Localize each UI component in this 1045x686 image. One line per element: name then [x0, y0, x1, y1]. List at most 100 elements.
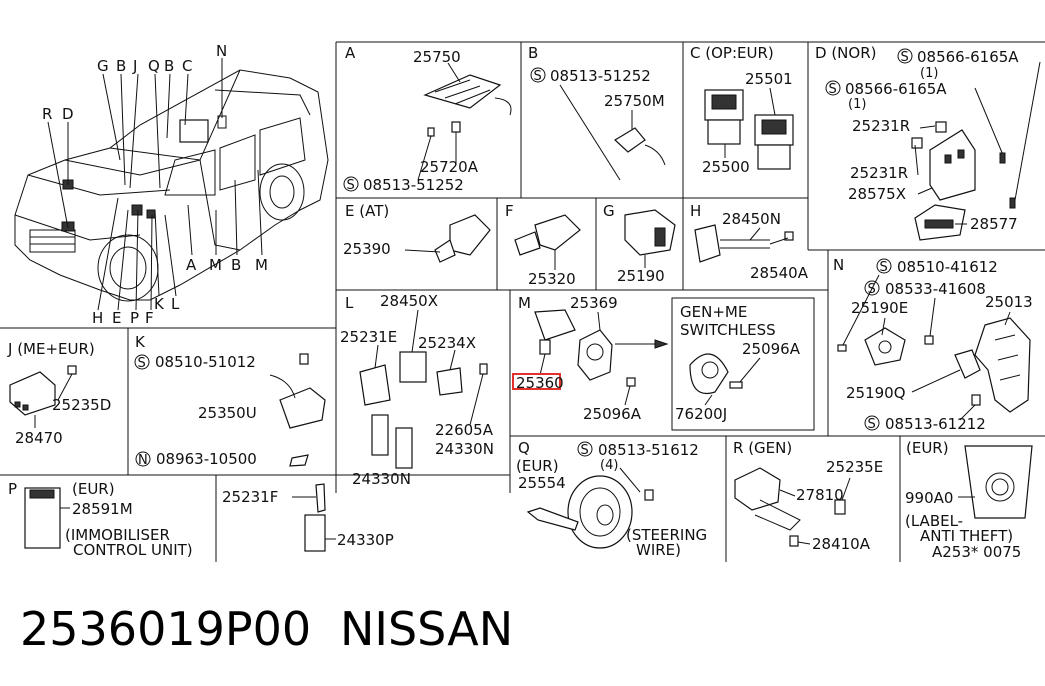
svg-text:25231R: 25231R [852, 117, 910, 135]
svg-text:08533-41608: 08533-41608 [885, 280, 986, 298]
svg-text:27810: 27810 [796, 486, 844, 504]
svg-text:25013: 25013 [985, 293, 1033, 311]
svg-text:28450N: 28450N [722, 210, 781, 228]
svg-text:S: S [534, 69, 542, 84]
svg-text:25231F: 25231F [222, 488, 278, 506]
svg-text:S: S [901, 50, 909, 65]
callout-k: K [154, 295, 165, 313]
part-08513-51252-a: 08513-51252 [363, 176, 464, 194]
svg-text:76200J: 76200J [675, 405, 727, 423]
svg-text:L: L [345, 294, 354, 312]
section-c: C (OP:EUR) 25501 25500 [690, 44, 794, 176]
svg-text:08510-41612: 08510-41612 [897, 258, 998, 276]
svg-text:990A0: 990A0 [905, 489, 953, 507]
section-r: R (GEN) 25235E 27810 28410A [733, 439, 883, 553]
svg-text:S: S [868, 417, 876, 432]
svg-text:25231E: 25231E [340, 328, 397, 346]
callout-e: E [112, 309, 121, 327]
svg-text:08513-61212: 08513-61212 [885, 415, 986, 433]
section-d: D (NOR) S 08566-6165A (1) S 08566-6165A … [815, 44, 1041, 241]
section-p: P (EUR) 28591M (IMMOBILISER CONTROL UNIT… [8, 480, 193, 559]
svg-text:(1): (1) [848, 97, 866, 112]
svg-text:08963-10500: 08963-10500 [156, 450, 257, 468]
svg-text:25390: 25390 [343, 240, 391, 258]
section-a: A 25750 25720A S 08513-51252 [343, 44, 512, 194]
svg-text:J (ME+EUR): J (ME+EUR) [7, 340, 95, 358]
svg-text:S: S [581, 443, 589, 458]
part-08513-51252-b: 08513-51252 [550, 67, 651, 85]
svg-text:28450X: 28450X [380, 292, 438, 310]
svg-text:(EUR): (EUR) [72, 480, 115, 498]
section-g: G 25190 [603, 202, 676, 285]
svg-text:28577: 28577 [970, 215, 1018, 233]
svg-text:24330N: 24330N [352, 470, 411, 488]
svg-text:WIRE): WIRE) [636, 541, 681, 559]
callout-d: D [62, 105, 74, 123]
section-e: E (AT) 25390 [343, 202, 491, 263]
callout-b: B [116, 57, 126, 75]
svg-text:C (OP:EUR): C (OP:EUR) [690, 44, 774, 62]
svg-text:D (NOR): D (NOR) [815, 44, 876, 62]
section-l: L 28450X 25231E 25234X 22605A 24330N 243… [340, 292, 494, 488]
svg-text:28591M: 28591M [72, 500, 133, 518]
section-k: K S 08510-51012 25350U N 08963-10500 [134, 333, 326, 468]
svg-text:25320: 25320 [528, 270, 576, 288]
svg-text:25235E: 25235E [826, 458, 883, 476]
svg-text:M: M [518, 294, 531, 312]
section-grid [0, 41, 1045, 562]
svg-text:(4): (4) [600, 458, 618, 473]
callout-c: C [182, 57, 192, 75]
svg-text:08513-51612: 08513-51612 [598, 441, 699, 459]
svg-text:SWITCHLESS: SWITCHLESS [680, 321, 776, 339]
svg-text:S: S [829, 82, 837, 97]
callout-q: Q [148, 57, 160, 75]
section-eur-label: (EUR) 990A0 (LABEL- ANTI THEFT) A253* 00… [905, 439, 1033, 561]
svg-text:B: B [528, 44, 538, 62]
section-f: F 25320 [505, 202, 581, 288]
svg-text:GEN+ME: GEN+ME [680, 303, 747, 321]
vehicle-callout-lines [47, 58, 263, 311]
section-n: N S 08510-41612 S 08533-41608 25190E 250… [833, 256, 1033, 433]
svg-text:E (AT): E (AT) [345, 202, 389, 220]
section-p-relay: 25231F 24330P [222, 483, 394, 552]
svg-text:25554: 25554 [518, 474, 566, 492]
part-number: 2536019P00 [20, 602, 311, 656]
svg-text:CONTROL UNIT): CONTROL UNIT) [73, 541, 193, 559]
callout-a: A [186, 256, 197, 274]
svg-text:08566-6165A: 08566-6165A [917, 48, 1019, 66]
svg-text:22605A: 22605A [435, 421, 494, 439]
svg-text:25096A: 25096A [583, 405, 642, 423]
svg-text:08510-51012: 08510-51012 [155, 353, 256, 371]
callout-g: G [97, 57, 109, 75]
part-25500: 25500 [702, 158, 750, 176]
callout-m-2: M [255, 256, 268, 274]
svg-text:25231R: 25231R [850, 164, 908, 182]
svg-text:24330P: 24330P [337, 531, 394, 549]
svg-text:25096A: 25096A [742, 340, 801, 358]
vehicle-callout-labels: G B J Q B C N R D H E P F K L A M B M [42, 42, 268, 327]
svg-text:S: S [880, 260, 888, 275]
part-25750: 25750 [413, 48, 461, 66]
svg-text:28470: 28470 [15, 429, 63, 447]
callout-f: F [145, 309, 154, 327]
svg-text:H: H [690, 202, 701, 220]
svg-text:P: P [8, 480, 17, 498]
svg-text:24330N: 24330N [435, 440, 494, 458]
part-25720a: 25720A [420, 158, 479, 176]
svg-text:(EUR): (EUR) [516, 457, 559, 475]
svg-text:28540A: 28540A [750, 264, 809, 282]
svg-text:25369: 25369 [570, 294, 618, 312]
callout-j: J [132, 57, 137, 75]
section-b: B S 08513-51252 25750M [528, 44, 666, 181]
section-m: M 25369 25360 25096A [512, 294, 669, 423]
svg-text:N: N [833, 256, 844, 274]
svg-text:25190Q: 25190Q [846, 384, 906, 402]
svg-text:25190E: 25190E [851, 299, 908, 317]
svg-text:N: N [138, 453, 148, 468]
svg-text:28575X: 28575X [848, 185, 906, 203]
highlight-box [512, 373, 561, 390]
svg-text:(LABEL-: (LABEL- [905, 512, 963, 530]
svg-text:ANTI THEFT): ANTI THEFT) [920, 527, 1013, 545]
footer: 2536019P00 NISSAN [20, 602, 513, 656]
